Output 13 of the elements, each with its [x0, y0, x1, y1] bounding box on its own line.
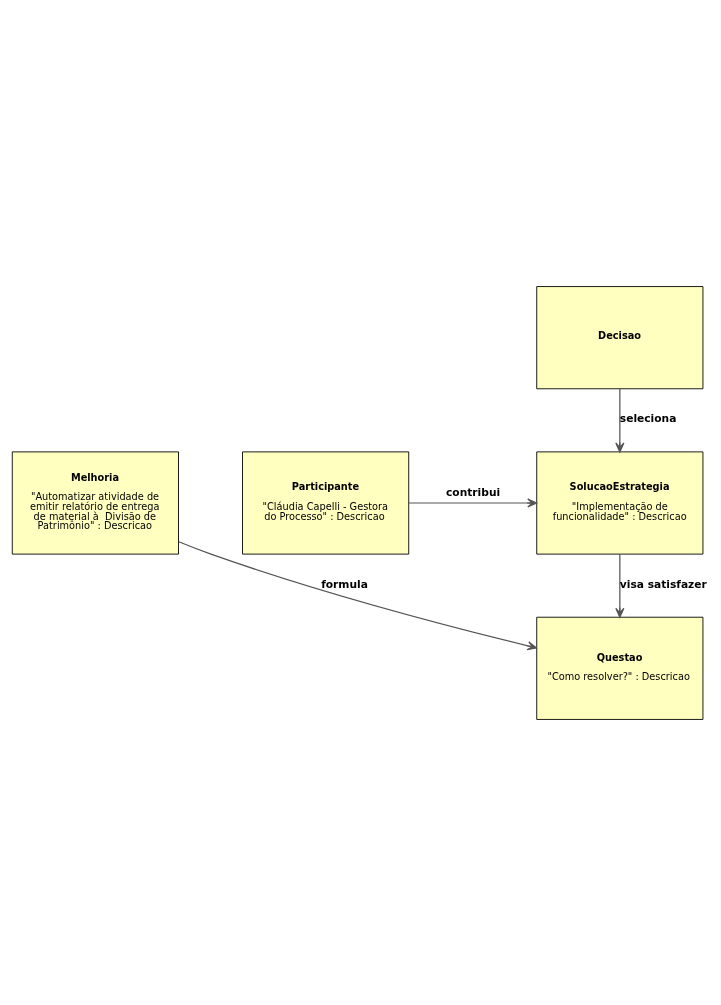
node-box: SolucaoEstrategia "Implementação de funcionalidade" : Descricao: [536, 450, 704, 555]
node-box: Decisao: [536, 285, 704, 389]
node-box: Participante "Cláudia Capelli - Gestora do Processo" : Descricao: [242, 450, 410, 555]
arrow: [615, 553, 625, 618]
edge-label: seleciona: [619, 411, 677, 425]
edge-label: formula: [321, 577, 368, 591]
arrow: [615, 387, 625, 452]
node-box: Questao "Como resolver?" : Descricao: [536, 616, 704, 720]
edge-label: contribui: [446, 485, 501, 499]
arrow: [408, 497, 538, 508]
arrow: [178, 540, 538, 650]
edge-label: visa satisfazer: [619, 577, 707, 591]
node-box: Melhoria "Automatizar atividade de emitir relatório de entrega de material à Divisão de Patrimônio" : Descricao: [11, 450, 179, 555]
